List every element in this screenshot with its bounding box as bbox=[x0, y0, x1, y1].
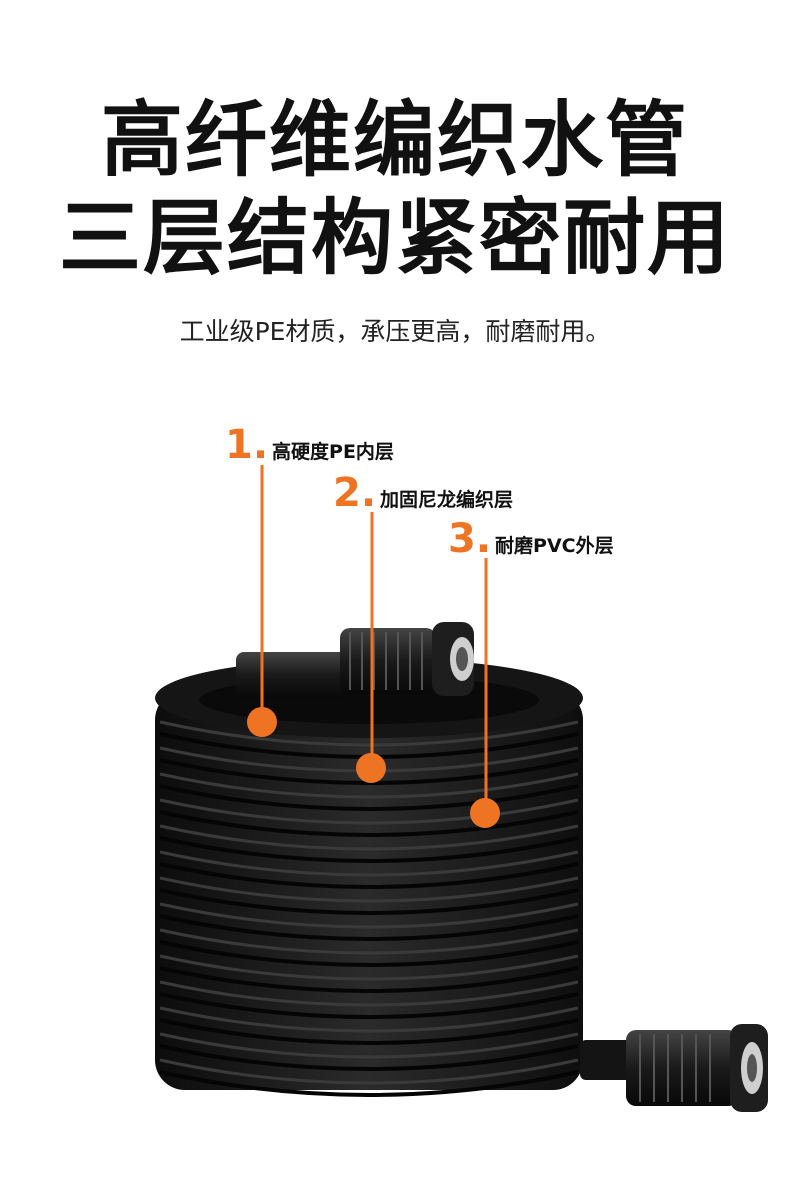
hose-ring-shadow bbox=[159, 940, 579, 967]
hose-ring-shadow bbox=[159, 966, 579, 993]
hose-ring-shadow bbox=[159, 758, 579, 785]
hose-ring-highlight bbox=[159, 824, 579, 851]
hose-ring-highlight bbox=[159, 720, 579, 747]
top-fitting bbox=[236, 622, 474, 698]
callout-number: 1. bbox=[225, 422, 269, 468]
hose-ring-shadow bbox=[159, 1070, 579, 1097]
marker-dot-2 bbox=[356, 753, 386, 783]
marker-dot-3 bbox=[470, 798, 500, 828]
hose-ring-highlight bbox=[159, 1058, 579, 1085]
hose-ring-highlight bbox=[159, 1032, 579, 1059]
callout-label: 加固尼龙编织层 bbox=[380, 489, 514, 511]
hose-ring-shadow bbox=[159, 1044, 579, 1071]
hose-ring-highlight bbox=[159, 980, 579, 1007]
hose-ring-shadow bbox=[159, 784, 579, 811]
hose-ring-highlight bbox=[159, 1006, 579, 1033]
hose-ring-highlight bbox=[159, 928, 579, 955]
callout-label: 高硬度PE内层 bbox=[272, 441, 394, 463]
callout-markers bbox=[247, 465, 500, 828]
hose-ring-shadow bbox=[159, 888, 579, 915]
hose-ring-shadow bbox=[159, 810, 579, 837]
hose-ring-shadow bbox=[159, 992, 579, 1019]
subtitle: 工业级PE材质，承压更高，耐磨耐用。 bbox=[179, 317, 611, 346]
callout-number: 2. bbox=[333, 470, 377, 516]
callout-braid-layer: 2. 加固尼龙编织层 bbox=[333, 473, 513, 513]
marker-dot-1 bbox=[247, 707, 277, 737]
hose-ring-shadow bbox=[159, 914, 579, 941]
hose-ring-highlight bbox=[159, 902, 579, 929]
callout-label: 耐磨PVC外层 bbox=[495, 535, 614, 557]
callout-outer-layer: 3. 耐磨PVC外层 bbox=[448, 519, 614, 559]
hose-ring-highlight bbox=[159, 772, 579, 799]
headline-line-1: 高纤维编织水管 bbox=[100, 93, 689, 188]
hose-ring-highlight bbox=[159, 798, 579, 825]
hose-ring-highlight bbox=[159, 876, 579, 903]
hose-ring-shadow bbox=[159, 836, 579, 863]
hose-ring-shadow bbox=[159, 1018, 579, 1045]
hose-coil bbox=[155, 658, 583, 1097]
callout-number: 3. bbox=[448, 516, 492, 562]
hose-ring-highlight bbox=[159, 954, 579, 981]
bottom-fitting bbox=[580, 1024, 768, 1112]
callout-inner-layer: 1. 高硬度PE内层 bbox=[225, 425, 394, 465]
hose-ring-highlight bbox=[159, 850, 579, 877]
headline-line-2: 三层结构紧密耐用 bbox=[58, 191, 731, 286]
hose-ring-shadow bbox=[159, 862, 579, 889]
